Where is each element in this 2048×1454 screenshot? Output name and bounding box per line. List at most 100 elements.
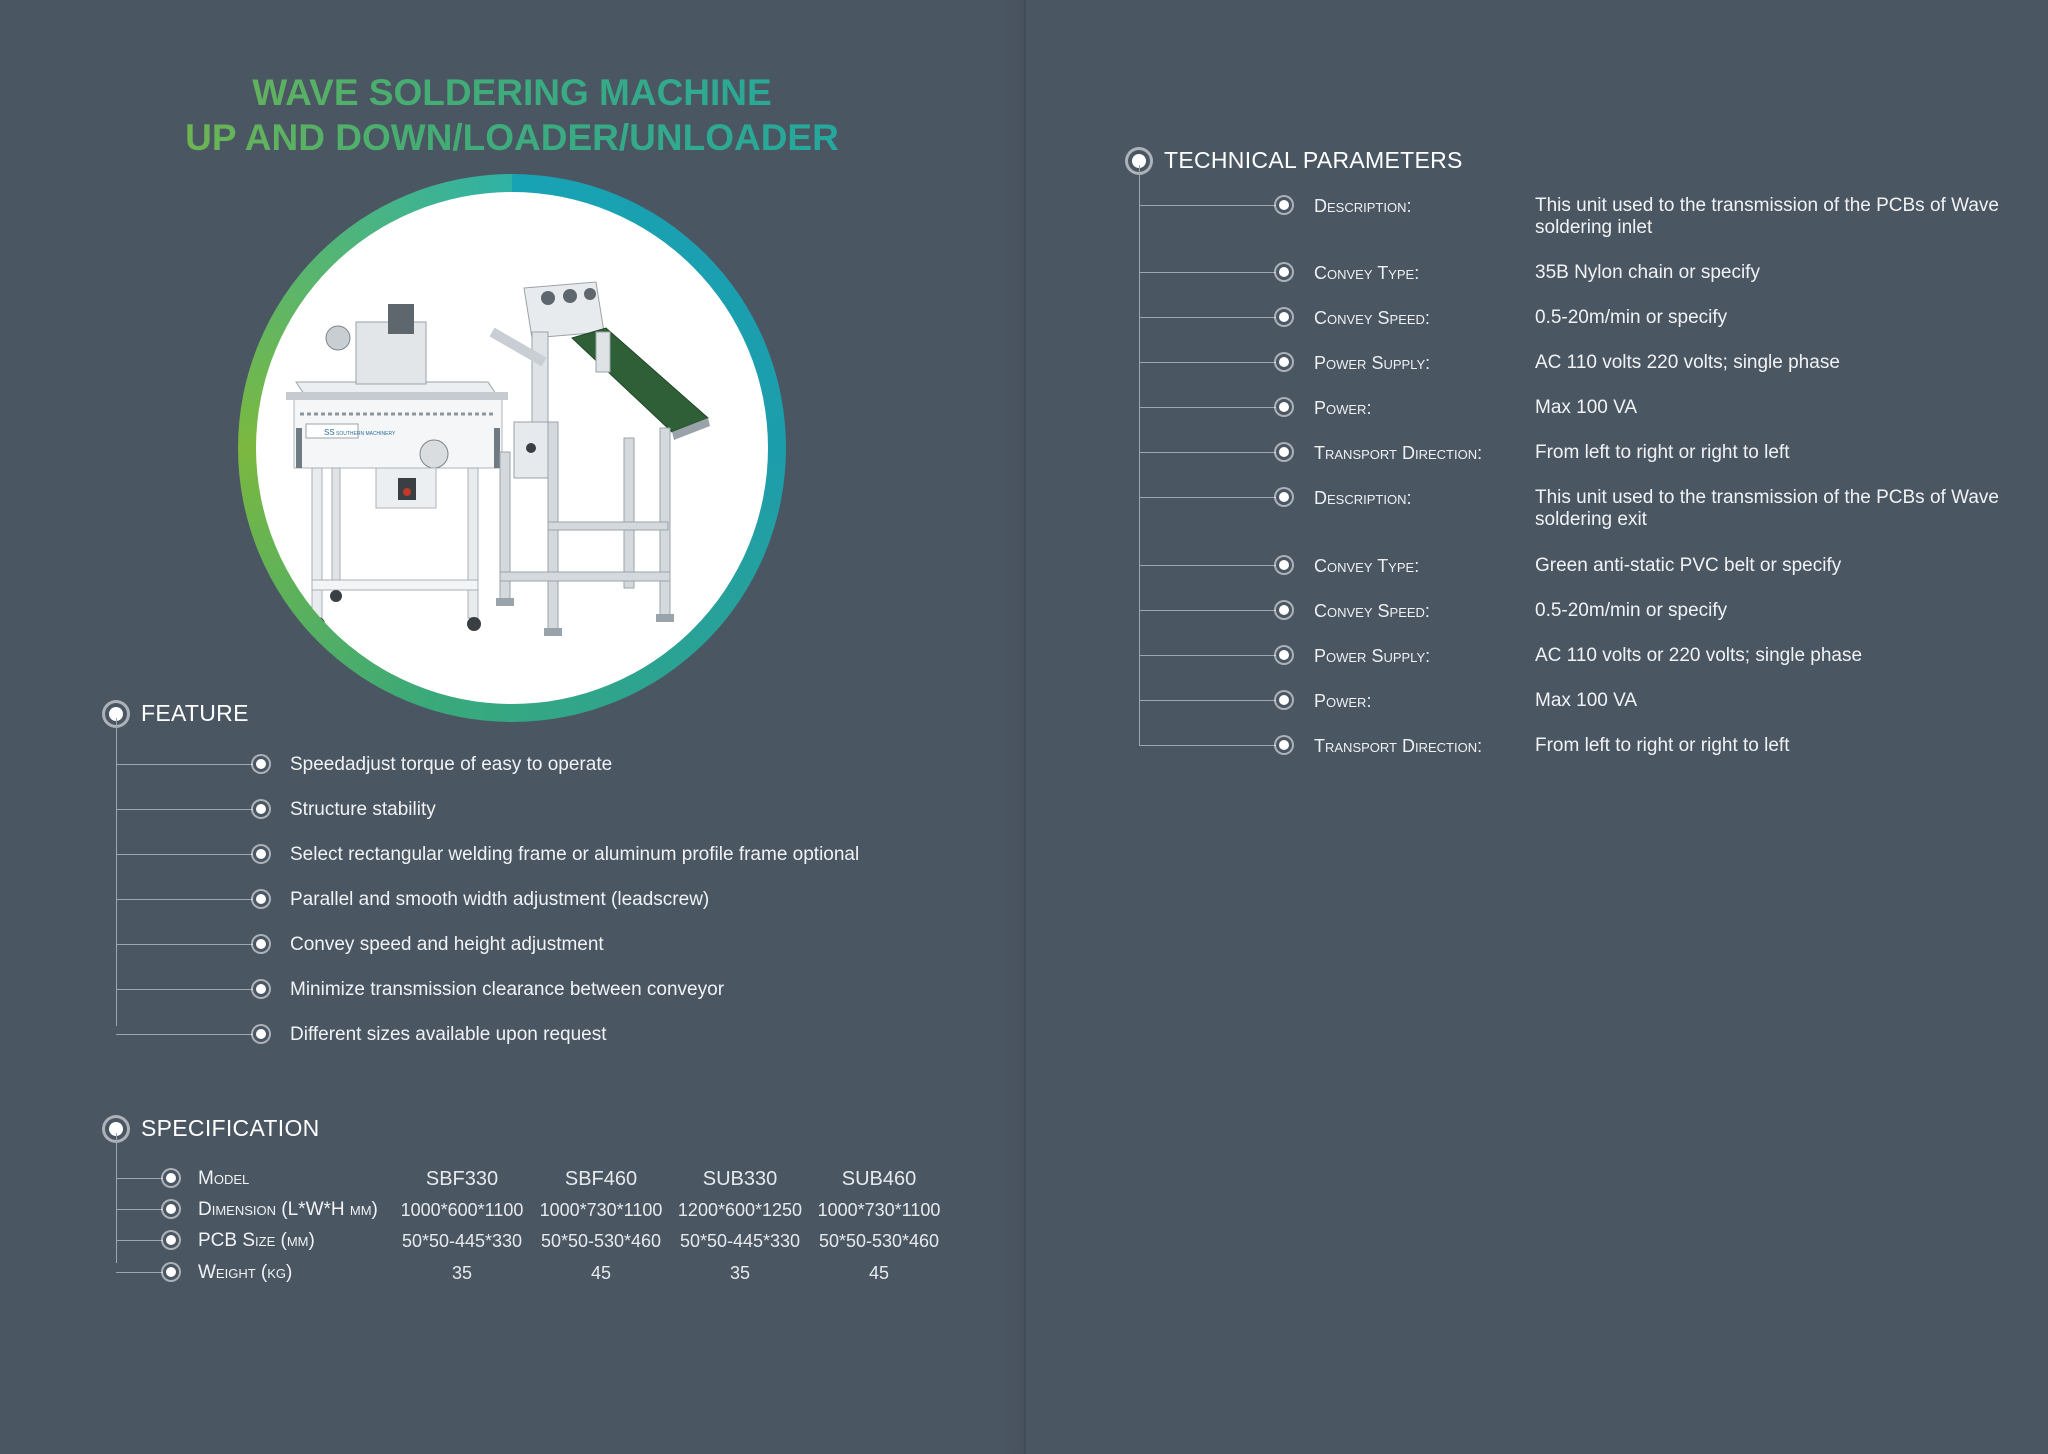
tech-value: AC 110 volts 220 volts; single phase <box>1535 352 1840 373</box>
feature-tree-line <box>116 718 117 1026</box>
feature-item-text: Parallel and smooth width adjustment (le… <box>290 889 710 910</box>
tech-label: Convey Type: <box>1314 556 1420 576</box>
spec-cell: 50*50-445*330 <box>679 1231 801 1251</box>
spec-model-name: SUB330 <box>702 1168 778 1190</box>
feature-heading: FEATURE <box>109 700 249 727</box>
bullet-icon <box>1279 492 1289 502</box>
tech-value: From left to right or right to left <box>1535 735 1790 756</box>
spec-cell: 45 <box>868 1263 890 1283</box>
feature-bullet-icon <box>109 706 123 721</box>
headline-line-1: WAVE SOLDERING MACHINE <box>0 70 1024 115</box>
logo-mark: SS <box>324 428 335 437</box>
bullet-icon <box>256 759 266 769</box>
bullet-icon <box>1279 267 1289 277</box>
unloader-machine-drawing <box>489 281 710 636</box>
specification-table: Model SBF330 SBF460 SUB330 SUB460 Dimens… <box>116 1133 976 1283</box>
specification-tree-line <box>116 1133 117 1263</box>
feature-title: FEATURE <box>141 700 249 726</box>
feature-item-text: Structure stability <box>290 799 436 820</box>
bullet-icon <box>1279 560 1289 570</box>
tech-value: This unit used to the transmission of th… <box>1535 487 1999 530</box>
specification-heading: SPECIFICATION <box>109 1115 320 1142</box>
spec-cell: 50*50-530*460 <box>540 1231 662 1251</box>
spec-label: PCB Size (mm) <box>198 1230 315 1251</box>
tech-label: Convey Type: <box>1314 263 1420 283</box>
tech-value: 0.5-20m/min or specify <box>1535 600 1728 621</box>
tech-value: Max 100 VA <box>1535 397 1638 418</box>
bullet-icon <box>1279 740 1289 750</box>
bullet-icon <box>166 1267 176 1277</box>
bullet-icon <box>256 804 266 814</box>
tech-label: Description: <box>1314 488 1412 508</box>
feature-list: Speedadjust torque of easy to operate St… <box>116 718 916 1045</box>
bullet-icon <box>1279 402 1289 412</box>
spec-cell: 1000*600*1100 <box>400 1200 524 1220</box>
tech-label: Power: <box>1314 691 1372 711</box>
spec-label: Weight (kg) <box>198 1262 293 1283</box>
headline: WAVE SOLDERING MACHINE UP AND DOWN/LOADE… <box>0 70 1024 160</box>
bullet-icon <box>1279 447 1289 457</box>
technical-heading: TECHNICAL PARAMETERS <box>1132 147 1463 174</box>
bullet-icon <box>256 849 266 859</box>
spec-cell: 45 <box>590 1263 612 1283</box>
feature-item-text: Convey speed and height adjustment <box>290 934 604 955</box>
spec-cell: 50*50-530*460 <box>818 1231 940 1251</box>
bullet-icon <box>166 1204 176 1214</box>
spec-cell: 1000*730*1100 <box>539 1200 663 1220</box>
bullet-icon <box>1279 650 1289 660</box>
feature-item-text: Speedadjust torque of easy to operate <box>290 754 613 775</box>
bullet-icon <box>166 1235 176 1245</box>
spec-label: Dimension (L*W*H mm) <box>198 1199 378 1220</box>
bullet-icon <box>256 984 266 994</box>
page-fold-shade <box>1000 0 1024 1454</box>
tech-label: Power: <box>1314 398 1372 418</box>
tech-label: Transport Direction: <box>1314 736 1483 756</box>
tech-value: This unit used to the transmission of th… <box>1535 195 1999 238</box>
bullet-icon <box>1279 200 1289 210</box>
bullet-icon <box>1279 312 1289 322</box>
spec-cell: 1200*600*1250 <box>677 1200 803 1220</box>
tech-value: AC 110 volts or 220 volts; single phase <box>1535 645 1863 666</box>
feature-item-text: Select rectangular welding frame or alum… <box>290 844 860 865</box>
bullet-icon <box>256 939 266 949</box>
bullet-icon <box>256 894 266 904</box>
tech-value: From left to right or right to left <box>1535 442 1790 463</box>
technical-title: TECHNICAL PARAMETERS <box>1164 147 1463 173</box>
spec-cell: 1000*730*1100 <box>817 1200 941 1220</box>
tech-value: 0.5-20m/min or specify <box>1535 307 1728 328</box>
tech-value: Green anti-static PVC belt or specify <box>1535 555 1842 576</box>
bullet-icon <box>1279 695 1289 705</box>
tech-value: Max 100 VA <box>1535 690 1638 711</box>
feature-item-text: Different sizes available upon request <box>290 1024 607 1045</box>
specification-title: SPECIFICATION <box>141 1115 320 1141</box>
spec-model-name: SUB460 <box>841 1168 917 1190</box>
bullet-icon <box>1279 605 1289 615</box>
loader-machine-drawing: SS SOUTHERN MACHINERY <box>286 304 508 631</box>
spec-cell: 35 <box>451 1263 473 1283</box>
tech-label: Description: <box>1314 196 1412 216</box>
left-page: WAVE SOLDERING MACHINE UP AND DOWN/LOADE… <box>0 70 1024 1283</box>
conveyor-machines-illustration: SS SOUTHERN MACHINERY <box>286 281 710 636</box>
headline-line-2: UP AND DOWN/LOADER/UNLOADER <box>0 115 1024 160</box>
spec-label: Model <box>198 1168 250 1189</box>
tech-label: Convey Speed: <box>1314 601 1430 621</box>
bullet-icon <box>1279 357 1289 367</box>
bullet-icon <box>256 1029 266 1039</box>
technical-parameters-list: Description: This unit used to the trans… <box>1139 165 2039 765</box>
spec-cell: 50*50-445*330 <box>401 1231 523 1251</box>
tech-label: Power Supply: <box>1314 353 1431 373</box>
product-image-ring: SS SOUTHERN MACHINERY <box>238 174 786 722</box>
spec-cell: 35 <box>729 1263 751 1283</box>
technical-tree-line <box>1139 165 1140 745</box>
tech-label: Power Supply: <box>1314 646 1431 666</box>
logo-text: SOUTHERN MACHINERY <box>336 431 396 437</box>
specification-bullet-icon <box>109 1121 123 1136</box>
bullet-icon <box>166 1173 176 1183</box>
tech-label: Convey Speed: <box>1314 308 1430 328</box>
spec-model-name: SBF460 <box>564 1168 638 1190</box>
right-page: TECHNICAL PARAMETERS Description: This u… <box>1026 0 2048 1454</box>
technical-bullet-icon <box>1132 153 1146 168</box>
tech-label: Transport Direction: <box>1314 443 1483 463</box>
page-spine <box>1024 0 1026 1454</box>
product-image: SS SOUTHERN MACHINERY <box>256 192 768 704</box>
